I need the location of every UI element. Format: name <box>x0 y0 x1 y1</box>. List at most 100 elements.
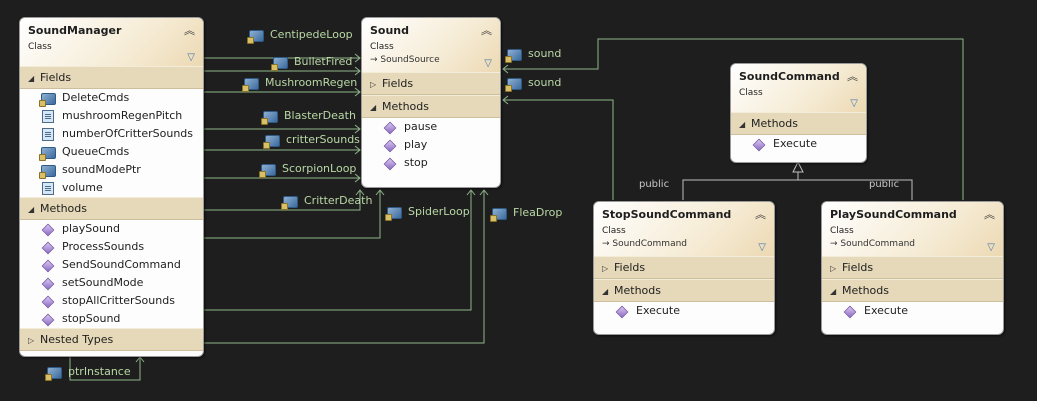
fields-section-header[interactable]: ▷Fields <box>362 72 500 95</box>
method-item[interactable]: stopSound <box>20 310 203 328</box>
filter-icon[interactable]: ▽ <box>484 58 492 69</box>
collapse-triangle-icon[interactable]: ◢ <box>28 205 35 214</box>
association-property-icon <box>490 208 507 222</box>
collapse-triangle-icon[interactable]: ◢ <box>28 74 35 83</box>
association-crittersounds[interactable]: critterSounds <box>263 133 360 149</box>
association-label: FleaDrop <box>513 206 563 219</box>
class-name: Sound <box>370 24 410 37</box>
association-bulletfired[interactable]: BulletFired <box>271 55 353 71</box>
filter-icon[interactable]: ▽ <box>758 242 766 253</box>
association-label: sound <box>528 47 562 60</box>
method-cube-icon <box>41 241 55 255</box>
method-item[interactable]: ProcessSounds <box>20 238 203 256</box>
class-kind: Class <box>28 42 52 52</box>
base-class: → SoundSource <box>370 55 440 65</box>
association-scorpionloop[interactable]: ScorpionLoop <box>259 162 356 178</box>
fields-section-header[interactable]: ◢Fields <box>20 66 203 89</box>
association-fleadrop[interactable]: FleaDrop <box>490 206 563 222</box>
methods-section-header[interactable]: ◢Methods <box>362 95 500 118</box>
member-name: stopSound <box>62 312 121 325</box>
methods-section-header[interactable]: ◢Methods <box>594 279 774 302</box>
class-header[interactable]: SoundCommand Class ︽ ▽ <box>731 64 866 112</box>
association-ptrinstance[interactable]: ptrInstance <box>45 365 131 381</box>
collapse-icon[interactable]: ︽ <box>847 70 858 83</box>
association-centipedeloop[interactable]: CentipedeLoop <box>247 28 353 44</box>
association-blasterdeath[interactable]: BlasterDeath <box>261 109 356 125</box>
class-kind: Class <box>830 226 854 236</box>
method-cube-icon <box>383 157 397 171</box>
association-sound-1[interactable]: sound <box>505 47 562 63</box>
methods-section-header[interactable]: ◢ Methods <box>20 197 203 220</box>
class-stopsoundcommand[interactable]: StopSoundCommand Class → SoundCommand ︽ … <box>593 201 775 335</box>
method-item[interactable]: Execute <box>731 135 866 153</box>
section-label: Nested Types <box>40 333 114 346</box>
expand-triangle-icon[interactable]: ▷ <box>830 264 837 273</box>
class-header[interactable]: StopSoundCommand Class → SoundCommand ︽ … <box>594 202 774 256</box>
method-cube-icon <box>752 138 766 152</box>
class-soundmanager[interactable]: SoundManager Class ︽ ▽ ◢Fields DeleteCmd… <box>19 17 204 357</box>
method-item[interactable]: play <box>362 136 500 154</box>
method-item[interactable]: playSound <box>20 220 203 238</box>
collapse-icon[interactable]: ︽ <box>184 24 195 37</box>
field-item[interactable]: soundModePtr <box>20 161 203 179</box>
method-item[interactable]: setSoundMode <box>20 274 203 292</box>
association-label: CentipedeLoop <box>270 28 353 41</box>
class-sound[interactable]: Sound Class → SoundSource ︽ ▽ ▷Fields ◢M… <box>361 17 501 188</box>
base-class-name: SoundCommand <box>840 239 916 249</box>
expand-triangle-icon[interactable]: ▷ <box>370 80 377 89</box>
fields-section-header[interactable]: ▷Fields <box>822 256 1003 279</box>
methods-section-header[interactable]: ◢ Methods <box>822 279 1003 302</box>
association-property-icon <box>259 164 276 178</box>
field-icon <box>42 128 54 141</box>
class-name: PlaySoundCommand <box>830 208 957 221</box>
method-cube-icon <box>41 223 55 237</box>
collapse-triangle-icon[interactable]: ◢ <box>370 103 377 112</box>
collapse-icon[interactable]: ︽ <box>755 208 766 221</box>
member-name: mushroomRegenPitch <box>62 109 183 122</box>
collapse-icon[interactable]: ︽ <box>984 208 995 221</box>
collapse-icon[interactable]: ︽ <box>481 24 492 37</box>
method-item[interactable]: stop <box>362 154 500 172</box>
class-header[interactable]: SoundManager Class ︽ ▽ <box>20 18 203 66</box>
method-item[interactable]: SendSoundCommand <box>20 256 203 274</box>
member-name: ProcessSounds <box>62 240 145 253</box>
collapse-triangle-icon[interactable]: ◢ <box>830 287 837 296</box>
class-header[interactable]: Sound Class → SoundSource ︽ ▽ <box>362 18 500 72</box>
method-cube-icon <box>383 121 397 135</box>
method-item[interactable]: Execute <box>822 302 1003 320</box>
expand-triangle-icon[interactable]: ▷ <box>602 264 609 273</box>
collapse-triangle-icon[interactable]: ◢ <box>739 120 746 129</box>
association-critterdeath[interactable]: CritterDeath <box>281 194 372 210</box>
locked-field-icon <box>39 147 56 161</box>
section-label: Fields <box>614 261 646 274</box>
field-item[interactable]: mushroomRegenPitch <box>20 107 203 125</box>
association-spiderloop[interactable]: SpiderLoop <box>385 205 470 221</box>
methods-section-header[interactable]: ◢Methods <box>731 112 866 135</box>
field-item[interactable]: volume <box>20 179 203 197</box>
member-name: play <box>404 138 428 151</box>
class-header[interactable]: PlaySoundCommand Class → SoundCommand ︽ … <box>822 202 1003 256</box>
collapse-triangle-icon[interactable]: ◢ <box>602 287 609 296</box>
association-sound-2[interactable]: sound <box>505 76 561 92</box>
filter-icon[interactable]: ▽ <box>850 98 858 109</box>
filter-icon[interactable]: ▽ <box>987 242 995 253</box>
method-item[interactable]: Execute <box>594 302 774 320</box>
class-playsoundcommand[interactable]: PlaySoundCommand Class → SoundCommand ︽ … <box>821 201 1004 335</box>
field-item[interactable]: DeleteCmds <box>20 89 203 107</box>
association-label: BlasterDeath <box>284 109 356 122</box>
filter-icon[interactable]: ▽ <box>187 52 195 63</box>
expand-triangle-icon[interactable]: ▷ <box>28 336 35 345</box>
method-item[interactable]: stopAllCritterSounds <box>20 292 203 310</box>
section-label: Methods <box>842 284 889 297</box>
class-soundcommand[interactable]: SoundCommand Class ︽ ▽ ◢Methods Execute <box>730 63 867 163</box>
nested-types-section-header[interactable]: ▷ Nested Types <box>20 328 203 351</box>
association-property-icon <box>385 207 402 221</box>
fields-section-header[interactable]: ▷ Fields <box>594 256 774 279</box>
method-item[interactable]: pause <box>362 118 500 136</box>
field-item[interactable]: QueueCmds <box>20 143 203 161</box>
section-label: Methods <box>40 202 87 215</box>
field-item[interactable]: numberOfCritterSounds <box>20 125 203 143</box>
association-label: BulletFired <box>294 55 353 68</box>
association-mushroomregen[interactable]: MushroomRegen <box>242 76 357 92</box>
method-cube-icon <box>41 313 55 327</box>
